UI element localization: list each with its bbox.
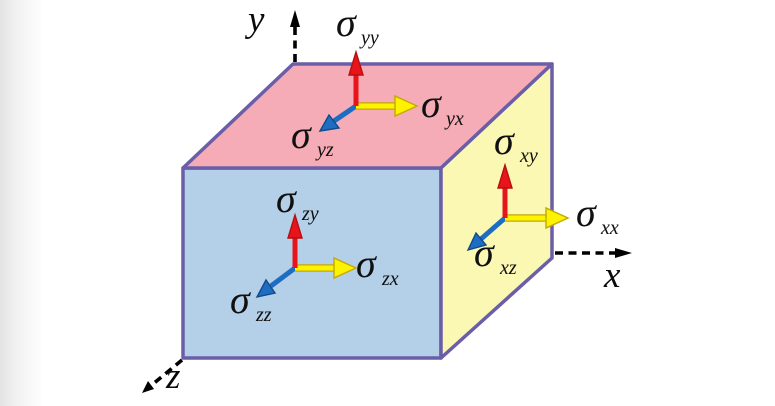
axis-z-arrowhead-icon [142, 381, 154, 393]
sigma-zz-subscript: zz [255, 304, 272, 326]
sigma-yz-arrowhead-icon [318, 113, 341, 132]
sigma-zy-arrowhead-icon [287, 212, 303, 239]
axis-x-label: x [603, 255, 621, 296]
cube-right-face [439, 62, 554, 360]
sigma-zx-subscript: zx [381, 268, 399, 290]
sigma-xz-subscript: xz [499, 257, 517, 279]
sigma-xy-arrowhead-icon [497, 162, 513, 189]
stress-labels: σ yy σ yx σ yz σ zy σ zx σ zz σ xy σ xx … [230, 0, 619, 326]
sigma-zz-label: σ [230, 277, 251, 322]
sigma-yz-arrow-shaft [332, 103, 358, 124]
sigma-yy-label: σ [336, 0, 357, 45]
axis-z-dashed-line [151, 358, 184, 386]
sigma-zy-subscript: zy [301, 203, 319, 225]
sigma-xz-label: σ [474, 230, 495, 275]
sigma-zy-label: σ [276, 176, 297, 221]
sigma-yz-label: σ [291, 112, 312, 157]
sigma-zx-arrowhead-icon [333, 256, 358, 280]
axis-z: z [142, 356, 184, 397]
stress-cube [181, 62, 554, 360]
sigma-yy-arrowhead-icon [348, 49, 364, 76]
sigma-yz-subscript: yz [315, 139, 334, 161]
sigma-xz-arrow-shaft [479, 216, 507, 241]
axis-y-arrowhead-icon [290, 10, 300, 27]
stress-triad-top-face [318, 49, 419, 132]
axis-x-arrowhead-icon [615, 248, 632, 258]
sigma-xx-subscript: xx [600, 217, 619, 239]
sigma-yx-arrowhead-icon [394, 94, 419, 118]
sigma-yx-subscript: yx [444, 108, 464, 130]
axis-x: x [555, 248, 632, 296]
sigma-zz-arrow-shaft [269, 266, 297, 288]
sigma-yy-subscript: yy [359, 27, 379, 49]
sigma-yx-label: σ [421, 81, 442, 126]
sigma-zx-label: σ [356, 241, 377, 286]
sigma-xx-label: σ [576, 190, 597, 235]
stress-triad-front-face [255, 212, 358, 299]
sigma-xy-subscript: xy [519, 145, 538, 167]
stress-triad-right-face [466, 162, 570, 252]
cube-front-face [181, 166, 443, 360]
sigma-xz-arrowhead-icon [466, 231, 488, 252]
axis-z-label: z [165, 356, 180, 397]
axis-y: y [244, 0, 300, 62]
sigma-zz-arrowhead-icon [255, 278, 277, 299]
axis-y-label: y [244, 0, 265, 40]
sigma-xy-label: σ [494, 118, 515, 163]
sigma-xx-arrowhead-icon [545, 206, 570, 230]
